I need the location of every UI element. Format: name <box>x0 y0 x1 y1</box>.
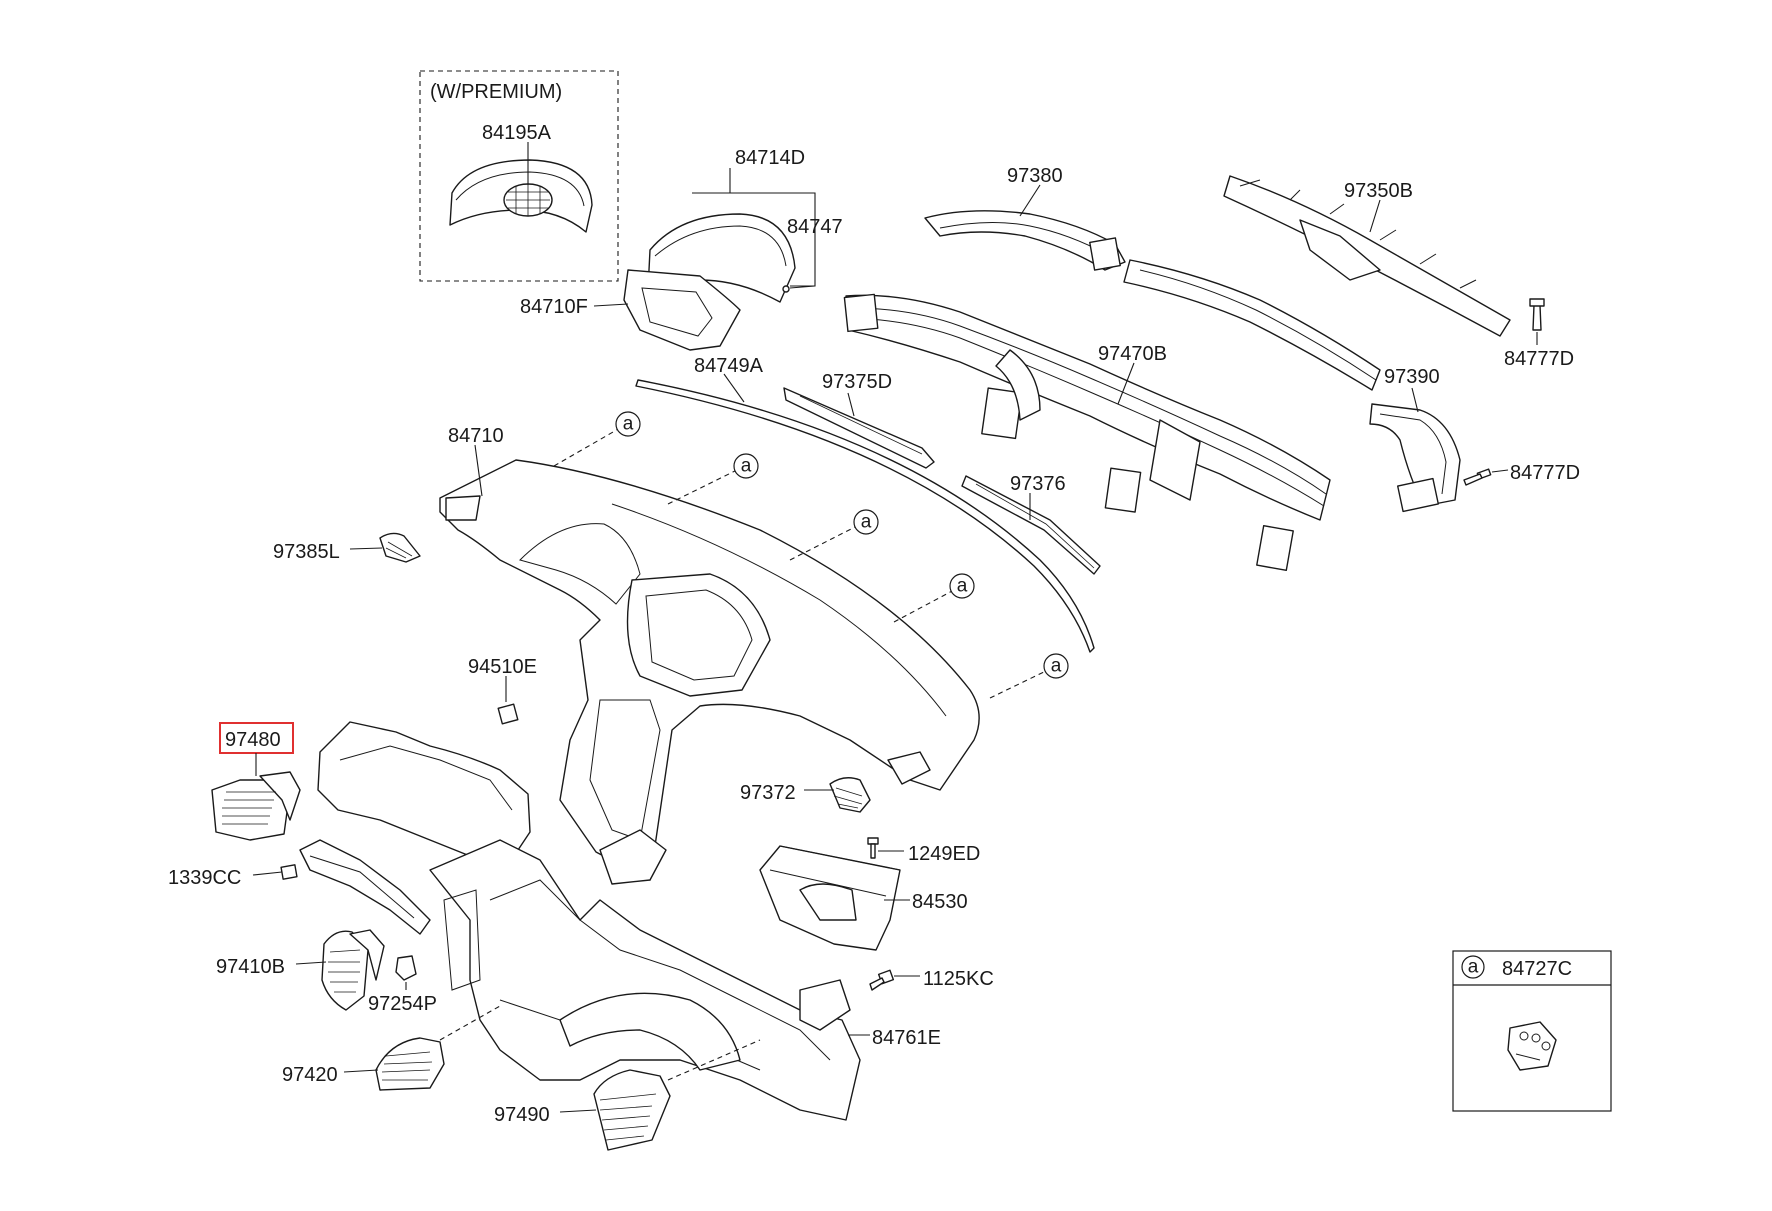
label-97410B[interactable]: 97410B <box>216 956 285 978</box>
legend-part-number[interactable]: 84727C <box>1502 958 1572 980</box>
label-97372[interactable]: 97372 <box>740 782 796 804</box>
screw-1249ED <box>867 837 879 859</box>
part-84727C-clip <box>1507 1021 1557 1071</box>
part-97254P-sensor <box>395 955 417 981</box>
part-97410B-center-vent <box>321 929 385 1011</box>
leader-84777D-mid <box>1491 469 1509 473</box>
callout-a-line-5 <box>989 669 1049 699</box>
label-84195A[interactable]: 84195A <box>482 122 552 144</box>
label-97380[interactable]: 97380 <box>1007 165 1063 187</box>
part-84530-glove-box <box>759 845 901 951</box>
leader-84714D <box>692 168 816 287</box>
part-97376-grille <box>961 475 1101 575</box>
part-97420-center-vent <box>375 1037 445 1091</box>
leader-1339CC <box>252 871 283 876</box>
callout-a-2-text: a <box>741 456 752 477</box>
callout-a-1 <box>615 411 641 437</box>
label-94510E[interactable]: 94510E <box>468 656 537 678</box>
label-84777D-top[interactable]: 84777D <box>1504 348 1574 370</box>
premium-option-box <box>419 70 619 282</box>
label-97470B[interactable]: 97470B <box>1098 343 1167 365</box>
callout-a-4 <box>949 573 975 599</box>
label-84714D[interactable]: 84714D <box>735 147 805 169</box>
leader-97420 <box>343 1069 379 1073</box>
part-97480-side-vent <box>211 771 301 841</box>
label-84777D-mid[interactable]: 84777D <box>1510 462 1580 484</box>
label-84710F[interactable]: 84710F <box>520 296 588 318</box>
label-97350B[interactable]: 97350B <box>1344 180 1413 202</box>
label-1125KC[interactable]: 1125KC <box>923 968 994 990</box>
callout-a-3 <box>853 509 879 535</box>
legend-callout-circle <box>1461 955 1485 979</box>
label-97385L[interactable]: 97385L <box>273 541 340 563</box>
callout-a-line-4 <box>893 589 955 623</box>
part-97490-side-vent <box>593 1069 671 1151</box>
leader-97375D <box>847 392 855 417</box>
leader-97390 <box>1411 387 1419 413</box>
leader-97380 <box>1019 184 1041 217</box>
label-84747[interactable]: 84747 <box>787 216 843 238</box>
leader-84747 <box>789 285 816 289</box>
label-97254P[interactable]: 97254P <box>368 993 437 1015</box>
part-97372-speaker-grille <box>829 777 871 813</box>
screw-1125KC <box>869 969 895 991</box>
callout-a-line-2 <box>667 469 738 505</box>
part-97350B-duct <box>1223 175 1511 337</box>
part-84710-crash-pad <box>439 459 980 881</box>
label-84749A[interactable]: 84749A <box>694 355 764 377</box>
label-1249ED[interactable]: 1249ED <box>908 843 980 865</box>
legend-symbol: a <box>1468 957 1479 978</box>
screw-84777D-top <box>1529 298 1545 331</box>
label-97375D[interactable]: 97375D <box>822 371 892 393</box>
dash-97420 <box>439 1005 501 1041</box>
screw-84777D-mid <box>1463 468 1492 486</box>
part-94510E-clip <box>497 703 519 725</box>
part-duct-bracket <box>299 839 431 935</box>
clip-84747 <box>782 285 790 293</box>
callout-a-2 <box>733 453 759 479</box>
part-lower-support-frame <box>317 721 861 1121</box>
label-97490[interactable]: 97490 <box>494 1104 550 1126</box>
callout-a-5-text: a <box>1051 656 1062 677</box>
leader-97350B <box>1369 199 1381 233</box>
label-84710[interactable]: 84710 <box>448 425 504 447</box>
part-84749A-strip <box>635 379 1095 653</box>
label-97376[interactable]: 97376 <box>1010 473 1066 495</box>
part-97390-duct <box>1369 403 1461 513</box>
callout-a-4-text: a <box>957 576 968 597</box>
leader-97490 <box>559 1109 597 1113</box>
part-97385L-side-vent <box>379 532 421 563</box>
callout-a-line-3 <box>789 525 858 561</box>
label-97420[interactable]: 97420 <box>282 1064 338 1086</box>
dash-97490 <box>667 1039 761 1081</box>
part-97470B-main-duct <box>843 293 1331 572</box>
leader-84749A <box>723 373 745 403</box>
leader-97470B <box>1117 362 1135 405</box>
callout-a-1-text: a <box>623 414 634 435</box>
part-1339CC-clip <box>280 864 298 880</box>
legend-box <box>1452 950 1612 1112</box>
callout-a-3-text: a <box>861 512 872 533</box>
callout-a-5 <box>1043 653 1069 679</box>
leader-84710F <box>593 303 629 307</box>
leader-97385L <box>349 547 383 550</box>
part-97375D-grille <box>783 387 935 469</box>
part-connector-duct <box>1123 259 1381 391</box>
part-84195A-cover <box>449 159 593 233</box>
part-84710F-garnish <box>623 269 741 351</box>
part-97380-duct <box>924 210 1126 271</box>
leader-84710 <box>474 444 483 497</box>
label-84761E[interactable]: 84761E <box>872 1027 941 1049</box>
label-97390[interactable]: 97390 <box>1384 366 1440 388</box>
callout-a-line-1 <box>553 427 621 467</box>
label-84530[interactable]: 84530 <box>912 891 968 913</box>
label-97480[interactable]: 97480 <box>225 729 281 751</box>
premium-box-title: (W/PREMIUM) <box>430 81 562 103</box>
leader-97410B <box>295 961 327 965</box>
label-1339CC[interactable]: 1339CC <box>168 867 241 889</box>
